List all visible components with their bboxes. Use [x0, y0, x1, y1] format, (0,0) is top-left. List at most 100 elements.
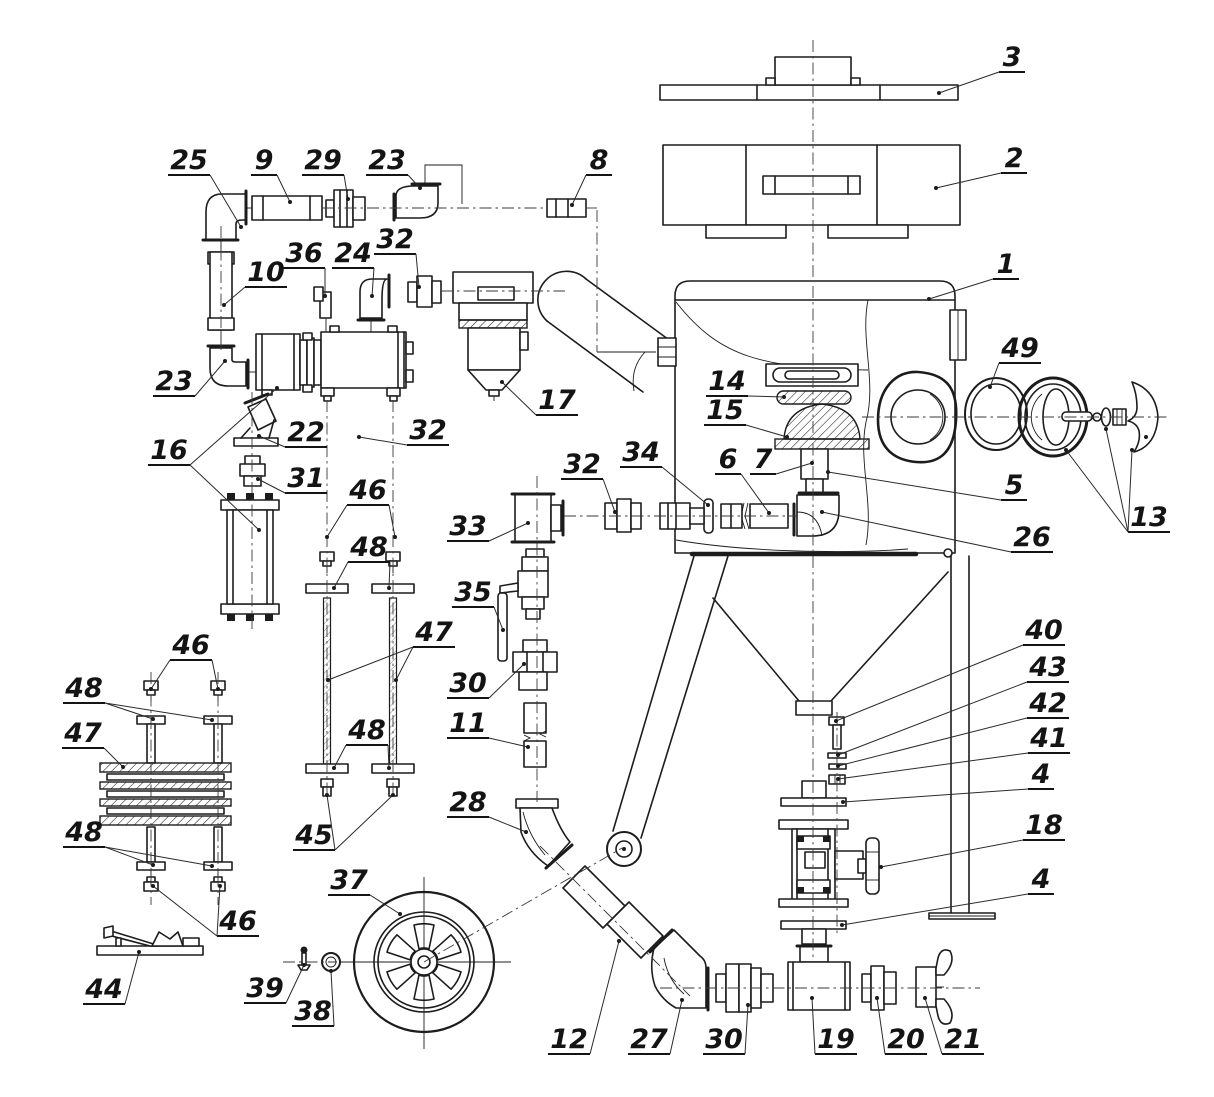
leader-dot [222, 303, 226, 307]
leader-dot [332, 766, 336, 770]
part-seat [765, 363, 859, 387]
leader-line [928, 278, 994, 300]
callout-label-21: 21 [944, 1024, 982, 1055]
leader-dot [820, 510, 824, 514]
callout-label-38: 38 [294, 996, 332, 1027]
part-union-31 [239, 455, 266, 487]
part-lid-weight [662, 144, 961, 239]
leader-line [880, 839, 1024, 868]
callout-label-26: 26 [1013, 522, 1051, 553]
leader-dot [288, 200, 292, 204]
leader-line [488, 663, 525, 699]
leader-line [837, 717, 1028, 767]
leader-line [602, 478, 616, 513]
leader-dot [836, 777, 840, 781]
leader-line [1065, 449, 1129, 533]
part-hose-12 [562, 865, 664, 959]
callout-label-43: 43 [1028, 652, 1067, 683]
leader-dot [570, 203, 574, 207]
leader-line [821, 511, 1012, 553]
leader-line [661, 466, 709, 506]
leader-dot [121, 765, 125, 769]
leader-line [209, 174, 242, 228]
leader-dot [810, 996, 814, 1000]
leader-dot [387, 766, 391, 770]
leader-dot [325, 535, 329, 539]
part-gasket-4a [780, 780, 847, 807]
leader-line [104, 702, 154, 720]
leader-line [285, 964, 305, 1004]
leader-dot [1064, 448, 1068, 452]
callout-label-14: 14 [708, 366, 746, 397]
leader-dot [746, 1003, 750, 1007]
callout-label-4: 4 [1031, 759, 1051, 790]
part-funnel [712, 571, 949, 716]
part-sieve-14 [776, 390, 852, 405]
leader-dot [1104, 427, 1108, 431]
leader-line [189, 464, 260, 531]
leader-line [150, 659, 171, 690]
leader-line [744, 1004, 749, 1055]
leader-line [1127, 449, 1133, 533]
part-union-32b [604, 498, 642, 533]
part-elbow-22 [233, 392, 279, 447]
leader-dot [841, 800, 845, 804]
callout-label-30: 30 [705, 1024, 743, 1055]
leader-dot [834, 719, 838, 723]
leader-line [842, 788, 1029, 803]
leader-line [333, 561, 349, 589]
part-elbow-27 [648, 928, 710, 1012]
leader-line [194, 360, 226, 397]
leader-dot [522, 662, 526, 666]
leader-line [488, 816, 527, 833]
leader-dot [275, 386, 279, 390]
leader-dot [329, 969, 333, 973]
callout-label-3: 3 [1003, 42, 1022, 73]
leader-line [223, 286, 246, 306]
leader-dot [826, 470, 830, 474]
leader-line [189, 387, 278, 466]
leader-dot [500, 380, 504, 384]
part-handle [537, 270, 677, 393]
leader-line [589, 940, 620, 1055]
callout-label-37: 37 [330, 865, 368, 896]
leader-line [333, 744, 347, 769]
leader-line [358, 436, 408, 446]
leader-line [387, 744, 390, 769]
callout-label-47: 47 [63, 718, 102, 749]
callout-label-40: 40 [1024, 615, 1063, 646]
leader-line [747, 395, 785, 398]
leader-dot [391, 793, 395, 797]
leader-dot [934, 186, 938, 190]
part-wheel-37 [337, 877, 511, 1049]
leader-line [876, 997, 886, 1055]
part-tee-33 [510, 492, 565, 544]
callout-label-20: 20 [887, 1024, 925, 1055]
leader-dot [223, 359, 227, 363]
leader-line [104, 846, 213, 867]
leader-line [488, 522, 529, 542]
leader-dot [617, 939, 621, 943]
leader-dot [1130, 448, 1134, 452]
leader-dot [501, 628, 505, 632]
leader-dot [387, 586, 391, 590]
callout-label-7: 7 [754, 444, 773, 475]
part-pipe-11 [523, 702, 547, 768]
callout-label-42: 42 [1028, 688, 1067, 719]
leader-dot [879, 865, 883, 869]
leader-line [835, 644, 1024, 722]
part-union-32a [407, 275, 442, 308]
callout-label-27: 27 [630, 1024, 668, 1055]
part-claw-coupling-21 [915, 949, 953, 1025]
callout-label-34: 34 [622, 437, 660, 468]
leader-dot [526, 521, 530, 525]
part-filter-17 [452, 271, 534, 401]
leader-line [369, 894, 401, 915]
callout-label-48: 48 [64, 817, 103, 848]
leader-dot [302, 963, 306, 967]
leader-dot [357, 435, 361, 439]
leader-line [211, 659, 219, 690]
callout-label-31: 31 [287, 463, 325, 494]
leader-line [938, 71, 1000, 94]
part-gasket-4b [780, 920, 847, 945]
